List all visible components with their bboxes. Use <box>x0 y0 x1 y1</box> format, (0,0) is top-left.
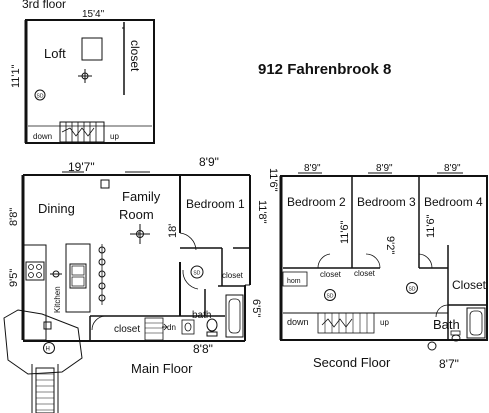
second-bath-sink-icon <box>427 341 437 351</box>
family-room-fan-icon: F <box>130 224 150 244</box>
hall-closet-box <box>282 271 308 287</box>
loft-smoke-detector-icon: SD <box>34 89 46 101</box>
svg-text:H: H <box>46 347 50 353</box>
bedroom1-height-dim: 11'8" <box>256 200 268 224</box>
third-floor-stairs-up-label: up <box>110 132 119 141</box>
main-bath-tub <box>225 294 244 338</box>
third-floor-closet-label: closet <box>128 40 142 72</box>
svg-text:SD: SD <box>327 294 334 300</box>
svg-text:SD: SD <box>409 287 416 293</box>
bedroom4-width-dim: 8'9" <box>444 163 461 174</box>
loft-ceiling-light-icon <box>78 69 92 83</box>
svg-text:SD: SD <box>193 271 200 277</box>
third-floor-width-dim: 15'4" <box>82 9 105 20</box>
third-floor-stairs <box>28 121 152 143</box>
bedroom4-label: Bedroom 4 <box>424 195 483 209</box>
second-outer-height-dim: 11'6" <box>267 168 279 192</box>
kitchen-outlet-icon <box>43 321 52 330</box>
second-floor-stairs-down-label: down <box>287 317 309 327</box>
bedroom2-height-dim: 11'6" <box>339 220 351 244</box>
loft-skylight <box>81 37 103 61</box>
second-smoke-detector-a-icon: SD <box>324 289 336 301</box>
family-depth-dim: 18' <box>167 224 179 238</box>
bedroom2-label: Bedroom 2 <box>287 195 346 209</box>
main-thermostat-icon <box>100 179 110 189</box>
main-bath-toilet-icon <box>206 318 218 337</box>
main-bath-sink-icon <box>181 319 195 335</box>
main-bath-label: bath <box>192 310 211 321</box>
bedroom1-width-dim: 8'9" <box>199 155 219 169</box>
second-smoke-detector-b-icon: SD <box>406 282 418 294</box>
main-floor-stairs-dn-label: dn <box>167 323 176 332</box>
dining-width-dim: 19'7" <box>68 160 95 174</box>
svg-text:SD: SD <box>37 94 44 100</box>
main-bath-height-dim: 6'5" <box>250 299 262 317</box>
bedroom3-width-dim: 8'9" <box>376 163 393 174</box>
kitchen-lights-icon <box>98 244 106 305</box>
second-bath-width-dim: 8'7" <box>439 357 459 371</box>
family-room-label-line1: Family <box>122 189 161 204</box>
stair-closet-label: closet <box>114 324 140 335</box>
dining-height-dim: 8'8" <box>8 208 20 226</box>
bedroom3-label: Bedroom 3 <box>357 195 416 209</box>
kitchen-counters <box>23 243 91 341</box>
second-floor-stairs-up-label: up <box>380 318 389 327</box>
kitchen-height-dim: 9'5" <box>8 269 20 287</box>
family-room-label-line2: Room <box>119 207 154 222</box>
closet-a-label: closet <box>320 270 342 279</box>
second-floor-plan: down up SD SD 8'9" 8'9" 8'9" 11'6" 11'6"… <box>267 163 488 371</box>
bedroom3-height-dim: 9'2" <box>384 236 396 254</box>
large-closet-label: Closet <box>452 278 487 292</box>
main-floor-label: Main Floor <box>131 361 193 376</box>
dining-label: Dining <box>38 201 75 216</box>
bedroom4-height-dim: 11'6" <box>425 214 437 238</box>
dining-light-icon <box>50 270 62 278</box>
entry-deck: H <box>3 309 83 413</box>
main-smoke-detector-icon: SD <box>190 265 204 279</box>
bedroom1-closet-label: closet <box>222 271 244 280</box>
second-bath-label: Bath <box>433 317 460 332</box>
third-floor-stairs-down-label: down <box>33 132 52 141</box>
second-bath-tub <box>466 307 486 339</box>
closet-b-label: closet <box>354 269 376 278</box>
hall-closet-label: hom <box>287 278 301 285</box>
third-floor-height-dim: 11'1" <box>10 64 22 88</box>
main-bath-width-dim: 8'8" <box>193 342 213 356</box>
third-floor-label: 3rd floor <box>22 0 66 11</box>
svg-text:F: F <box>138 232 141 238</box>
second-floor-stairs <box>283 312 448 334</box>
second-floor-label: Second Floor <box>313 355 391 370</box>
second-bath-toilet-icon <box>450 330 461 342</box>
main-floor-plan: dn <box>3 155 268 413</box>
loft-label: Loft <box>44 46 66 61</box>
main-floor-stairs <box>144 317 168 341</box>
bedroom2-width-dim: 8'9" <box>304 163 321 174</box>
bedroom1-label: Bedroom 1 <box>186 197 245 211</box>
third-floor-plan: 3rd floor 15'4" 11'1" down up Loft <box>10 0 155 144</box>
property-title: 912 Fahrenbrook 8 <box>258 61 391 78</box>
kitchen-label: Kitchen <box>53 286 62 313</box>
